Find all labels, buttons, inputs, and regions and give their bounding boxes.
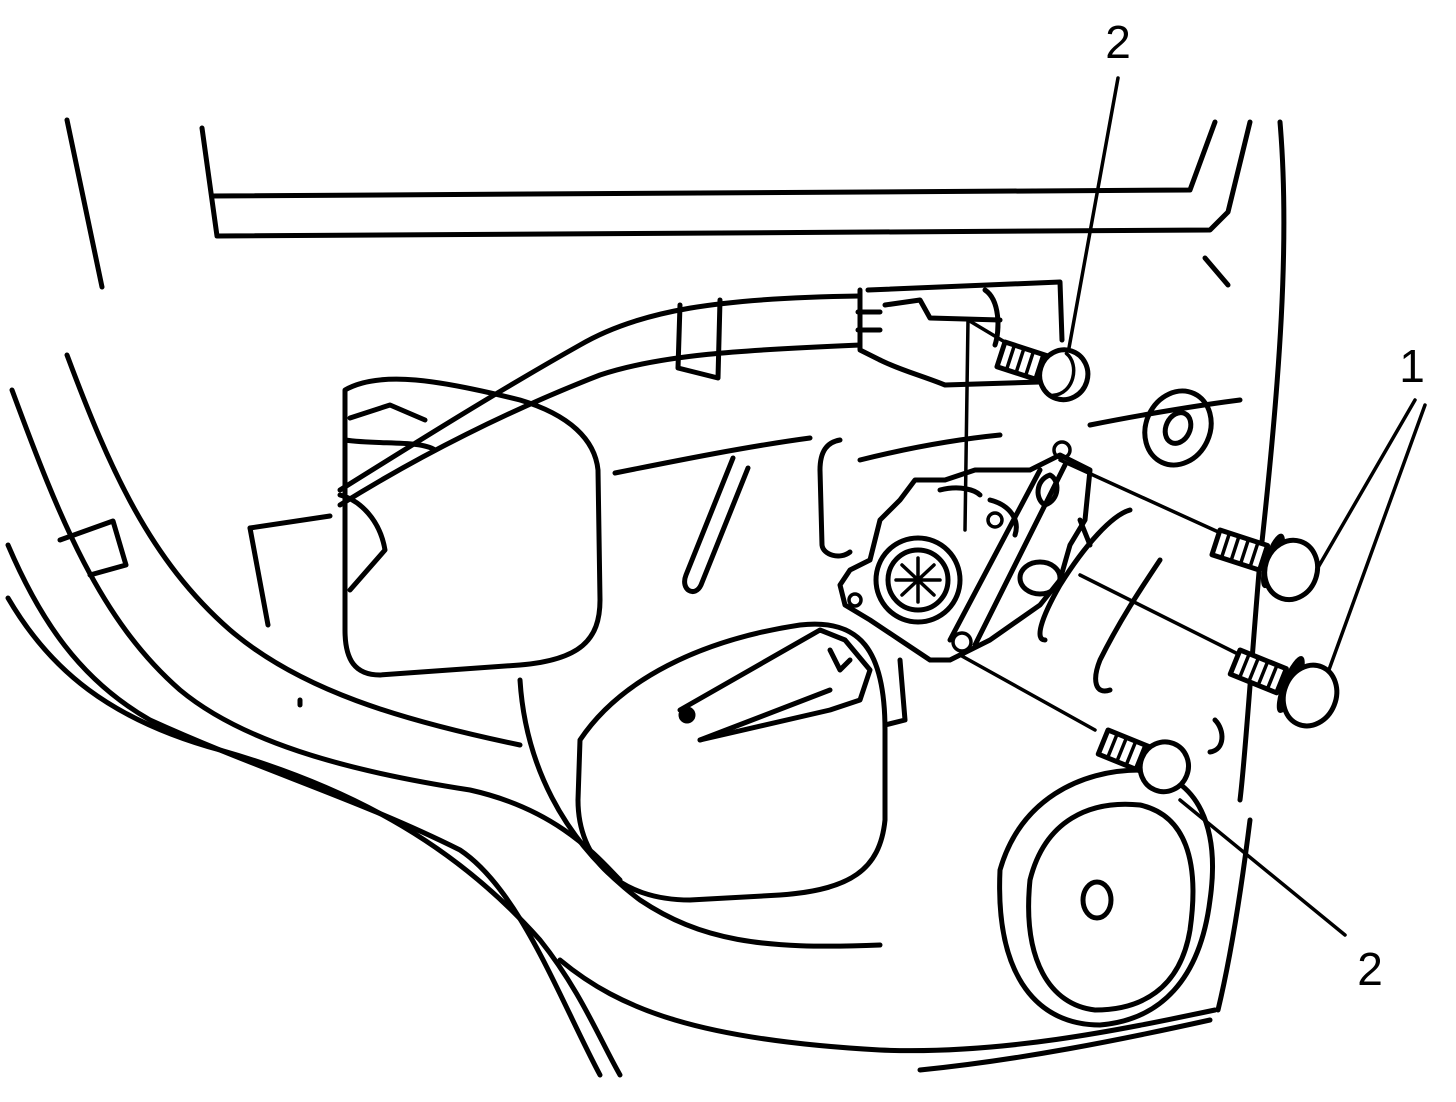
- bolt-bottom: [1095, 727, 1191, 795]
- cover-panel: [337, 376, 603, 678]
- window-regulator-motor: [837, 440, 1093, 663]
- inner-panel: [247, 388, 1243, 949]
- callout-label-2-bottom: 2: [1357, 943, 1383, 995]
- bolt-top: [994, 339, 1091, 403]
- callout-label-2-top: 2: [1105, 16, 1131, 68]
- speaker: [997, 767, 1215, 1028]
- wiring-harness: [337, 279, 1065, 508]
- bolt-right-lower: [1227, 647, 1340, 729]
- lower-cutout: [575, 621, 908, 903]
- door-frame: [5, 117, 1287, 1078]
- bolt-right-upper: [1209, 527, 1321, 603]
- callout-label-1: 1: [1399, 340, 1425, 392]
- leader-lines: [958, 76, 1427, 937]
